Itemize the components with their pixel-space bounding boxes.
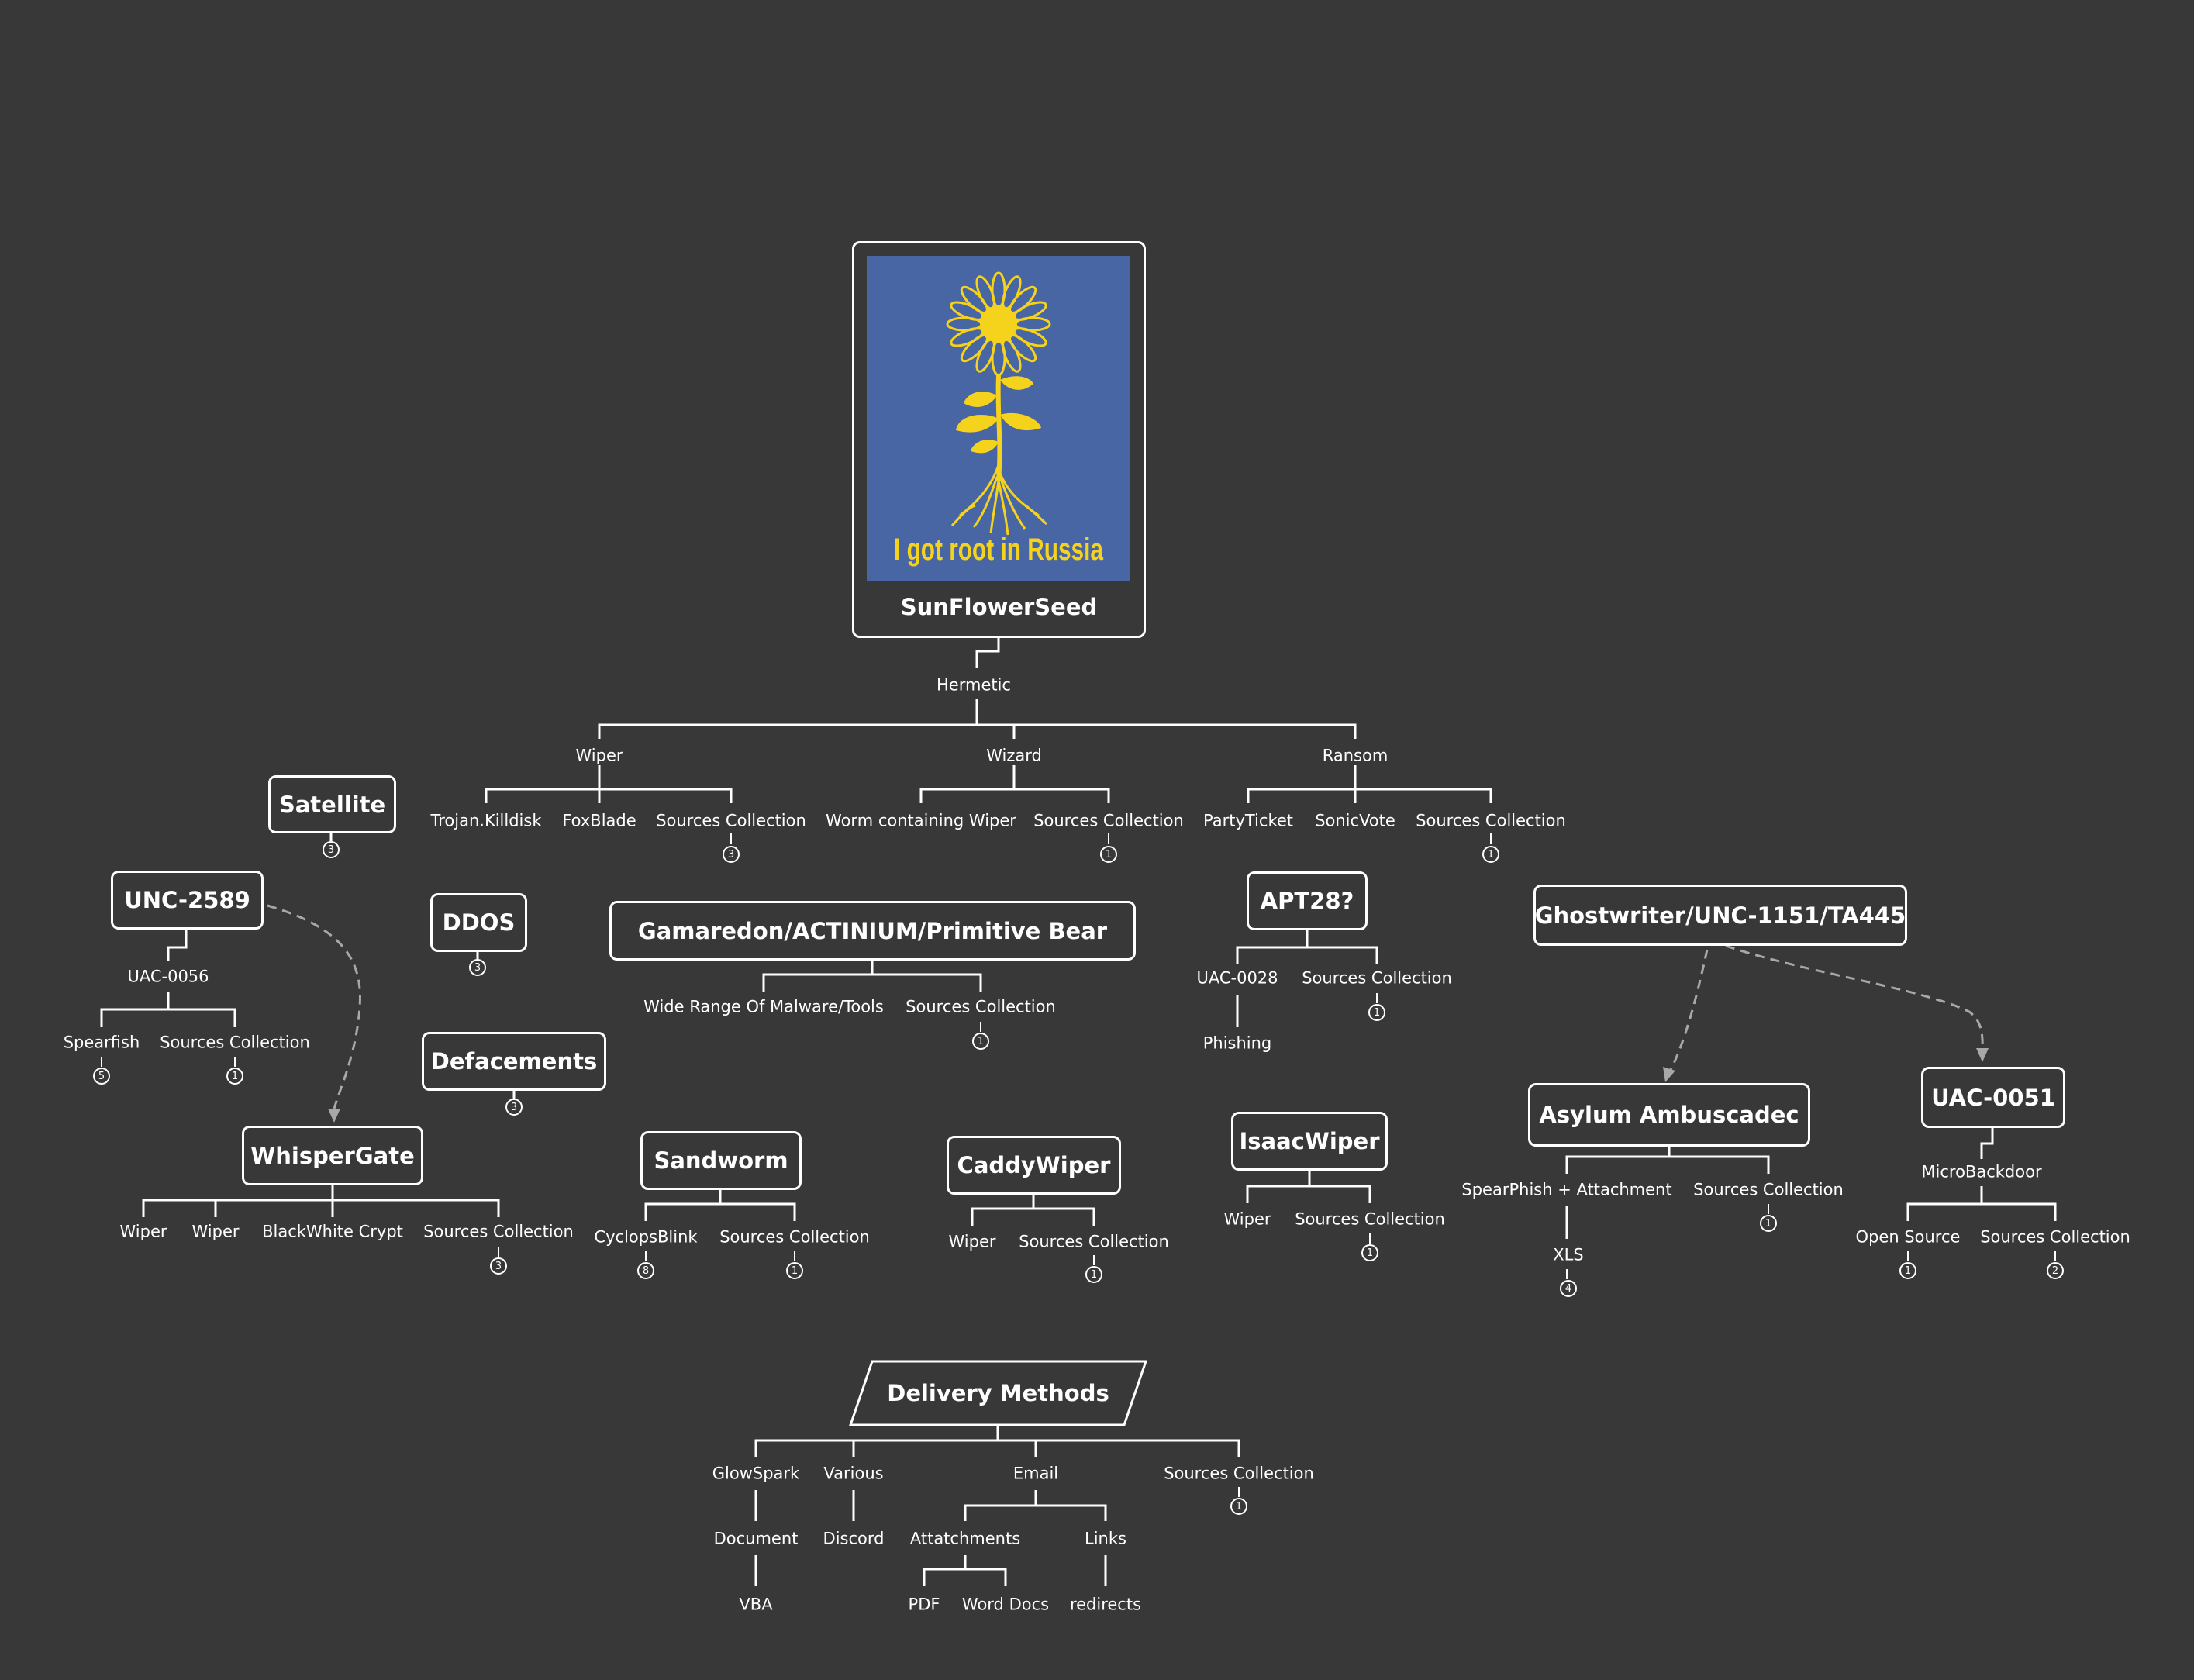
foxblade-label[interactable]: FoxBlade — [562, 811, 636, 830]
cyclopsblink-count-badge: 8 — [637, 1262, 654, 1279]
delivery-methods-node[interactable]: Delivery Methods — [887, 1380, 1109, 1406]
ransom-sources-label[interactable]: Sources Collection — [1416, 811, 1566, 830]
document-label[interactable]: Document — [713, 1529, 799, 1548]
blackwhite-crypt-label[interactable]: BlackWhite Crypt — [262, 1222, 403, 1241]
whispergate-sources-label[interactable]: Sources Collection — [423, 1222, 574, 1241]
wide-range-label[interactable]: Wide Range Of Malware/Tools — [643, 997, 884, 1016]
delivery-sources-count-badge: 1 — [1230, 1498, 1247, 1515]
spearfish-count-badge: 5 — [93, 1068, 110, 1085]
apt-sources-label[interactable]: Sources Collection — [1302, 968, 1452, 988]
wiper-sources-count-badge: 3 — [723, 846, 740, 863]
satellite-count-badge: 3 — [323, 841, 340, 858]
ddos-node[interactable]: DDOS — [430, 893, 527, 952]
glowspark-label[interactable]: GlowSpark — [712, 1464, 800, 1483]
uac-0051-sources-count-badge: 2 — [2047, 1262, 2064, 1279]
xls-label[interactable]: XLS — [1553, 1245, 1584, 1264]
caddywiper-sources-label[interactable]: Sources Collection — [1019, 1232, 1169, 1251]
sunflower-image: I got root in Russia — [867, 256, 1130, 581]
caddywiper-node[interactable]: CaddyWiper — [947, 1136, 1121, 1195]
delivery-methods-shape — [849, 1360, 1147, 1426]
wiper-label[interactable]: Wiper — [575, 746, 623, 765]
whispergate-sources-count-badge: 3 — [490, 1257, 507, 1275]
satellite-node[interactable]: Satellite — [268, 775, 396, 833]
cyclopsblink-label[interactable]: CyclopsBlink — [594, 1227, 698, 1247]
defacements-node[interactable]: Defacements — [422, 1032, 606, 1091]
ddos-count-badge: 3 — [469, 959, 486, 976]
root-title: SunFlowerSeed — [900, 594, 1098, 620]
wiper-sources-label[interactable]: Sources Collection — [656, 811, 806, 830]
apt-sources-count-badge: 1 — [1368, 1004, 1385, 1021]
word-docs-label[interactable]: Word Docs — [961, 1595, 1050, 1614]
microbackdoor-label[interactable]: MicroBackdoor — [1921, 1162, 2042, 1182]
hermetic-label[interactable]: Hermetic — [937, 675, 1011, 695]
isaacwiper-node[interactable]: IsaacWiper — [1231, 1112, 1388, 1171]
unc-sources-label[interactable]: Sources Collection — [160, 1033, 310, 1052]
wizard-sources-label[interactable]: Sources Collection — [1033, 811, 1184, 830]
sonicvote-label[interactable]: SonicVote — [1315, 811, 1395, 830]
apt28-node[interactable]: APT28? — [1247, 871, 1368, 930]
delivery-sources-label[interactable]: Sources Collection — [1164, 1464, 1314, 1483]
attachments-label[interactable]: Attatchments — [909, 1529, 1021, 1548]
uac-0056-label[interactable]: UAC-0056 — [127, 967, 209, 986]
asylum-ambuscadec-node[interactable]: Asylum Ambuscadec — [1528, 1083, 1810, 1147]
unc-sources-count-badge: 1 — [226, 1068, 243, 1085]
various-label[interactable]: Various — [823, 1464, 884, 1483]
sandworm-node[interactable]: Sandworm — [640, 1131, 802, 1190]
trojan-killdisk-label[interactable]: Trojan.Killdisk — [430, 811, 542, 830]
ransom-sources-count-badge: 1 — [1482, 846, 1499, 863]
isaacwiper-sources-label[interactable]: Sources Collection — [1295, 1209, 1445, 1229]
links-label[interactable]: Links — [1085, 1529, 1126, 1548]
isaacwiper-sources-count-badge: 1 — [1361, 1244, 1378, 1261]
redirects-label[interactable]: redirects — [1069, 1595, 1142, 1614]
open-source-count-badge: 1 — [1899, 1262, 1916, 1279]
ghostwriter-node[interactable]: Ghostwriter/UNC-1151/TA445 — [1533, 885, 1907, 946]
whispergate-node[interactable]: WhisperGate — [242, 1126, 423, 1185]
caddywiper-sources-count-badge: 1 — [1085, 1266, 1102, 1283]
whispergate-wiper-2-label[interactable]: Wiper — [191, 1222, 240, 1241]
caddywiper-wiper-label[interactable]: Wiper — [948, 1232, 996, 1251]
defacements-count-badge: 3 — [505, 1099, 523, 1116]
spearphish-attachment-label[interactable]: SpearPhish + Attachment — [1461, 1180, 1672, 1199]
partyticket-label[interactable]: PartyTicket — [1202, 811, 1294, 830]
unc-2589-node[interactable]: UNC-2589 — [111, 871, 264, 930]
asylum-sources-count-badge: 1 — [1760, 1215, 1777, 1232]
ransom-label[interactable]: Ransom — [1322, 746, 1388, 765]
sandworm-sources-count-badge: 1 — [786, 1262, 803, 1279]
gamaredon-sources-count-badge: 1 — [972, 1033, 989, 1050]
whispergate-wiper-1-label[interactable]: Wiper — [119, 1222, 167, 1241]
phishing-label[interactable]: Phishing — [1202, 1033, 1272, 1053]
wizard-sources-count-badge: 1 — [1100, 846, 1117, 863]
pdf-label[interactable]: PDF — [908, 1595, 940, 1614]
image-caption: I got root in Russia — [894, 533, 1104, 567]
isaacwiper-wiper-label[interactable]: Wiper — [1223, 1209, 1271, 1229]
gamaredon-sources-label[interactable]: Sources Collection — [906, 997, 1056, 1016]
uac-0028-label[interactable]: UAC-0028 — [1196, 968, 1278, 988]
discord-label[interactable]: Discord — [823, 1529, 885, 1548]
email-label[interactable]: Email — [1012, 1464, 1059, 1483]
uac-0051-node[interactable]: UAC-0051 — [1921, 1067, 2065, 1128]
worm-wiper-label[interactable]: Worm containing Wiper — [826, 811, 1016, 830]
xls-count-badge: 4 — [1560, 1280, 1577, 1297]
uac-0051-sources-label[interactable]: Sources Collection — [1980, 1227, 2130, 1247]
sandworm-sources-label[interactable]: Sources Collection — [719, 1227, 870, 1247]
spearfish-label[interactable]: Spearfish — [63, 1033, 140, 1052]
vba-label[interactable]: VBA — [739, 1595, 773, 1614]
gamaredon-node[interactable]: Gamaredon/ACTINIUM/Primitive Bear — [609, 901, 1136, 961]
asylum-sources-label[interactable]: Sources Collection — [1693, 1180, 1844, 1199]
root-node[interactable]: I got root in Russia SunFlowerSeed — [852, 241, 1146, 638]
open-source-label[interactable]: Open Source — [1855, 1227, 1961, 1247]
wizard-label[interactable]: Wizard — [986, 746, 1042, 765]
